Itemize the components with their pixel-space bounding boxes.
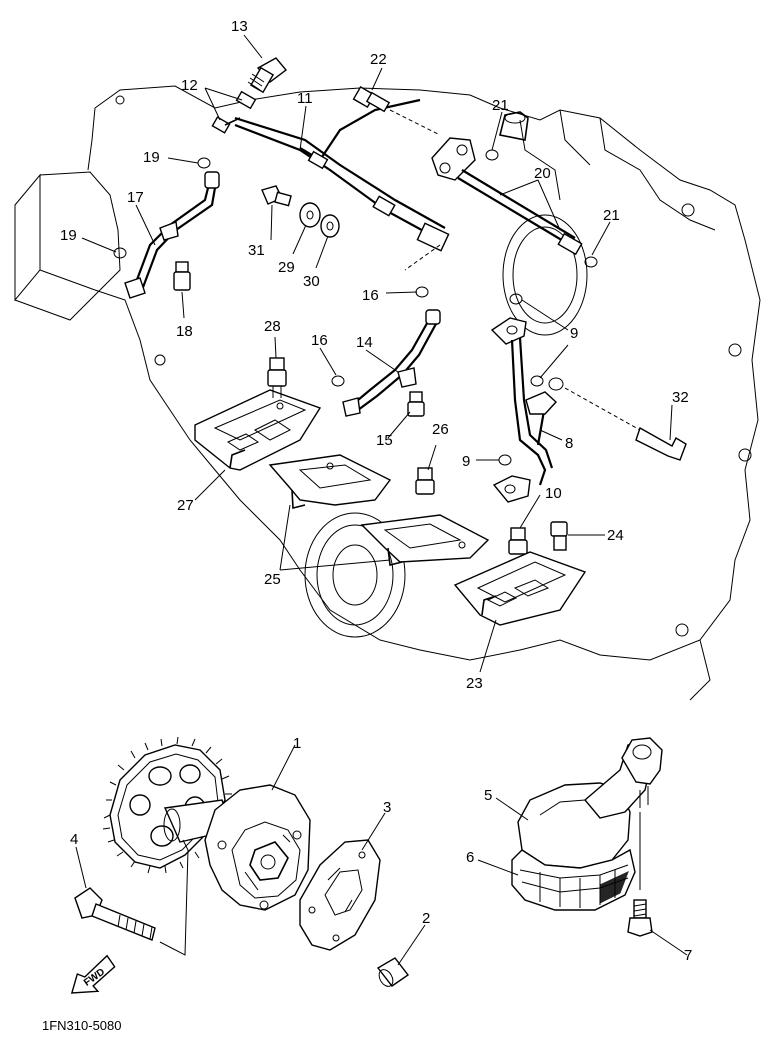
label-21-lower: 21 [603, 207, 620, 224]
union-bolt-13 [247, 57, 288, 94]
bolt-28 [267, 357, 287, 398]
label-25: 25 [264, 571, 281, 588]
label-19-upper: 19 [143, 149, 160, 166]
bolt-4 [74, 887, 156, 941]
label-4: 4 [70, 831, 78, 848]
label-16-upper: 16 [362, 287, 379, 304]
bolt-10 [508, 527, 528, 555]
label-32: 32 [672, 389, 689, 406]
part-labels: 13 12 11 22 21 20 21 19 17 19 18 31 29 3… [60, 18, 692, 964]
label-22: 22 [370, 51, 387, 68]
label-13: 13 [231, 18, 248, 35]
label-2: 2 [422, 910, 430, 927]
label-11: 11 [297, 90, 313, 107]
label-7: 7 [684, 947, 692, 964]
label-23: 23 [466, 675, 483, 692]
label-16-lower: 16 [311, 332, 328, 349]
union-bolt-22 [352, 85, 441, 136]
label-9-upper: 9 [570, 325, 578, 342]
label-31: 31 [248, 242, 265, 259]
label-8: 8 [565, 435, 573, 452]
label-18: 18 [176, 323, 193, 340]
leader-lines [75, 34, 688, 966]
label-28: 28 [264, 318, 281, 335]
bolt-15 [407, 391, 425, 417]
oil-strainer-5 [517, 737, 663, 869]
label-1: 1 [293, 735, 301, 752]
label-20: 20 [534, 165, 551, 182]
oil-pipe-17 [124, 171, 220, 299]
bolt-31 [261, 185, 292, 207]
union-bolt-12 [211, 90, 257, 134]
oil-pump-assembly [102, 736, 311, 911]
pin-2 [376, 957, 410, 987]
strainer-screen-6 [511, 848, 636, 911]
baffle-plate-23 [453, 551, 587, 626]
diagram-code: 1FN310-5080 [42, 1018, 122, 1033]
baffle-plate-27 [194, 389, 322, 471]
label-6: 6 [466, 849, 474, 866]
screw-7 [627, 812, 653, 937]
label-3: 3 [383, 799, 391, 816]
forward-arrow-icon: FWD [70, 954, 116, 994]
bolt-18 [173, 261, 191, 291]
label-29: 29 [278, 259, 295, 276]
engine-case-outline [14, 85, 761, 701]
pump-cover-plate-3 [299, 839, 381, 951]
label-27: 27 [177, 497, 194, 514]
label-15: 15 [376, 432, 393, 449]
label-14: 14 [356, 334, 373, 351]
label-5: 5 [484, 787, 492, 804]
oil-pipe-20 [431, 137, 583, 256]
bolt-4-install-leader [159, 839, 189, 956]
label-10: 10 [545, 485, 562, 502]
label-30: 30 [303, 273, 320, 290]
baffle-plate-25 [268, 454, 490, 566]
label-9-lower: 9 [462, 453, 470, 470]
label-19-lower: 19 [60, 227, 77, 244]
drain-plug-32 [548, 377, 687, 461]
label-21-upper: 21 [492, 97, 509, 114]
bolt-26 [415, 467, 435, 495]
oil-delivery-pipe-11 [234, 98, 450, 271]
oil-pipe-8 [490, 317, 557, 503]
label-12: 12 [181, 77, 198, 94]
washer-29-30 [299, 202, 340, 238]
label-17: 17 [127, 189, 144, 206]
bolt-24 [550, 521, 568, 551]
label-24: 24 [607, 527, 624, 544]
oil-pipe-14 [342, 309, 441, 417]
label-26: 26 [432, 421, 449, 438]
